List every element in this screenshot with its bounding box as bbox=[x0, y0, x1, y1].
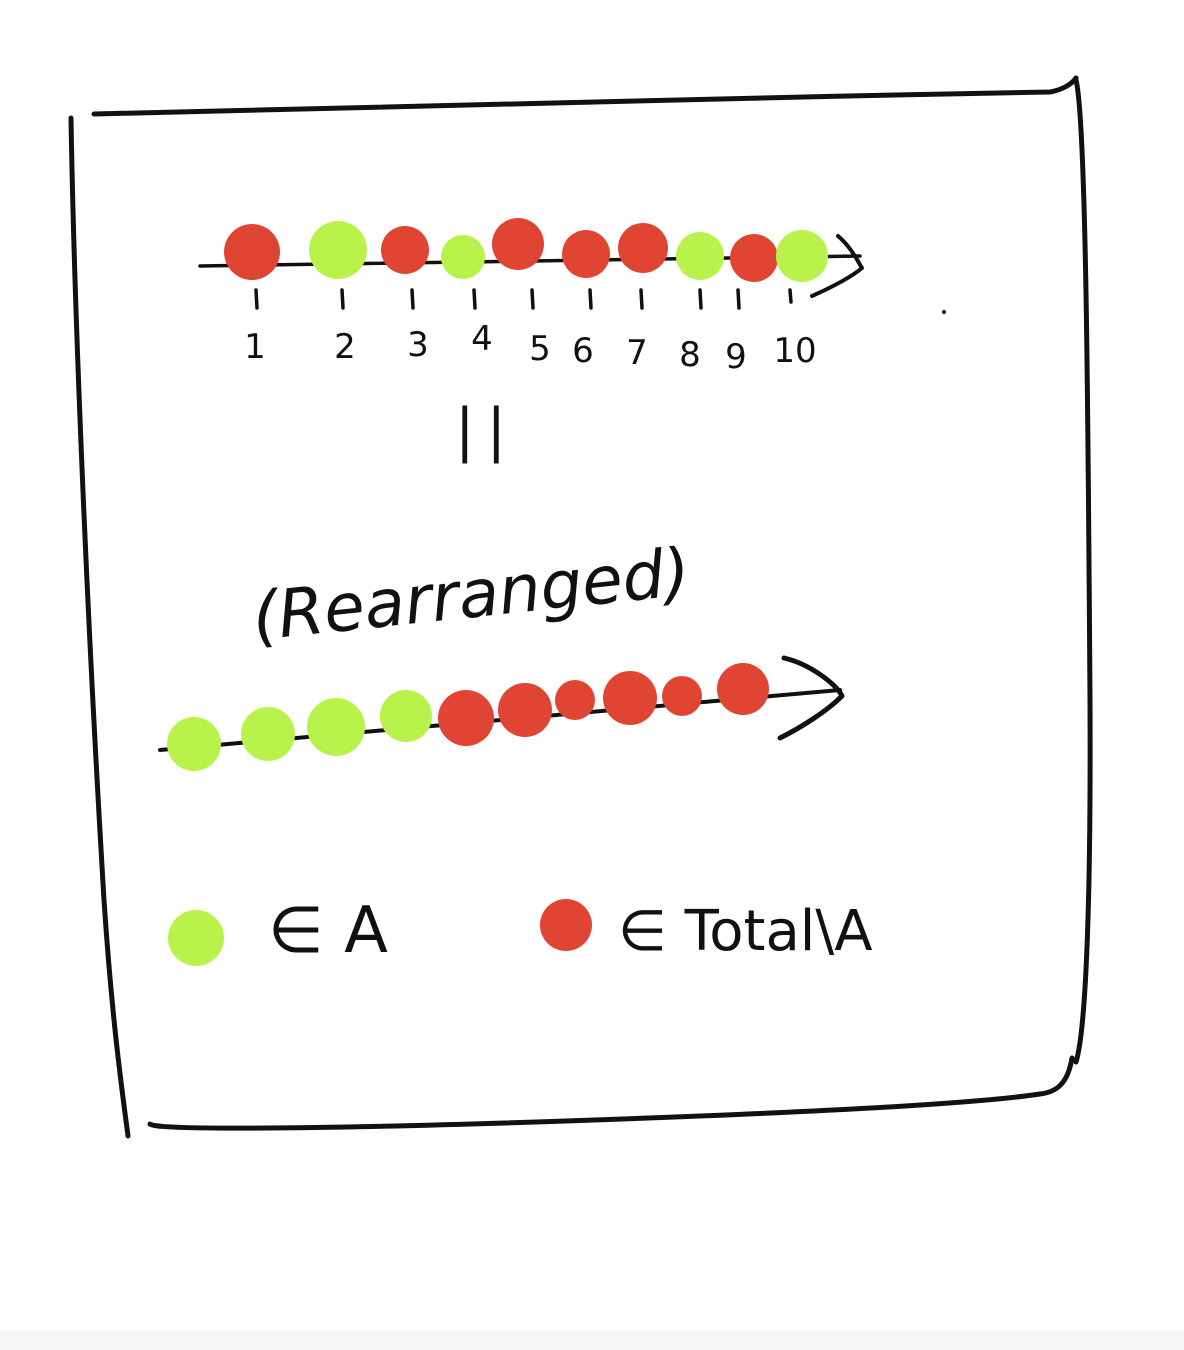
number-line-tick-7 bbox=[639, 288, 644, 310]
number-line-tick-5 bbox=[530, 288, 535, 310]
number-line-dot-8-in_a bbox=[676, 232, 724, 280]
frame-left bbox=[68, 115, 131, 1139]
rearranged-dot-10-not_in_a bbox=[717, 663, 769, 715]
number-line-dot-6-not_in_a bbox=[562, 230, 610, 278]
frame-dot bbox=[942, 310, 946, 314]
number-line-dots bbox=[224, 218, 828, 282]
frame-top bbox=[91, 75, 1079, 117]
number-line-tick-label-8: 8 bbox=[679, 335, 701, 375]
number-line-tick-label-6: 6 bbox=[572, 331, 594, 371]
rearranged-dot-4-in_a bbox=[380, 690, 432, 742]
legend-item-in_a: ∈ A bbox=[168, 894, 388, 968]
number-line-tick-label-4: 4 bbox=[471, 319, 493, 359]
number-line-tick-9 bbox=[736, 288, 741, 310]
number-line-dot-2-in_a bbox=[309, 221, 367, 279]
number-line-dot-10-in_a bbox=[776, 230, 828, 282]
legend: ∈ A ∈ Total\A bbox=[168, 894, 873, 968]
number-line-tick-8 bbox=[698, 288, 703, 310]
number-line-tick-label-3: 3 bbox=[407, 325, 429, 365]
number-line-tick-3 bbox=[410, 288, 415, 310]
rearranged-label: (Rearranged) bbox=[249, 533, 694, 656]
rearranged-dot-6-not_in_a bbox=[498, 683, 552, 737]
number-line-tick-4 bbox=[472, 288, 477, 310]
legend-item-not_in_a: ∈ Total\A bbox=[540, 899, 873, 964]
rearranged-arrowhead bbox=[777, 655, 845, 741]
rearranged-dot-7-not_in_a bbox=[555, 680, 595, 720]
number-line-tick-label-10: 10 bbox=[773, 331, 816, 371]
frame-right bbox=[1073, 77, 1093, 1065]
number-line-dot-7-not_in_a bbox=[618, 223, 668, 273]
rearranged-dot-5-not_in_a bbox=[438, 690, 494, 746]
number-line-dot-9-not_in_a bbox=[730, 234, 778, 282]
frame-bottom bbox=[147, 1055, 1075, 1131]
rearranged-dot-2-in_a bbox=[241, 707, 295, 761]
number-line-tick-label-5: 5 bbox=[529, 329, 551, 369]
number-line-tick-label-1: 1 bbox=[244, 327, 266, 367]
legend-swatch-not_in_a bbox=[540, 899, 592, 951]
number-line-tick-1 bbox=[254, 288, 259, 310]
rearranged-line bbox=[158, 655, 845, 771]
number-line-ticks bbox=[254, 288, 793, 310]
legend-swatch-in_a bbox=[168, 910, 224, 966]
number-line-dot-1-not_in_a bbox=[224, 224, 280, 280]
number-line-dot-5-not_in_a bbox=[492, 218, 544, 270]
number-line-tick-label-2: 2 bbox=[334, 327, 356, 367]
rearranged-dot-3-in_a bbox=[307, 698, 365, 756]
rearranged-dot-8-not_in_a bbox=[603, 671, 657, 725]
number-line-tick-10 bbox=[788, 288, 793, 304]
bottom-strip bbox=[0, 1330, 1184, 1350]
number-line-tick-label-7: 7 bbox=[626, 333, 648, 373]
legend-label-not_in_a: ∈ Total\A bbox=[618, 899, 873, 964]
equals-mark: || bbox=[455, 396, 518, 464]
number-line-tick-6 bbox=[588, 288, 593, 310]
number-line-tick-2 bbox=[340, 288, 345, 310]
number-line-tick-label-9: 9 bbox=[725, 337, 747, 377]
legend-label-in_a: ∈ A bbox=[268, 894, 388, 968]
number-line-arrowhead bbox=[810, 234, 864, 298]
rearranged-dot-1-in_a bbox=[167, 717, 221, 771]
frame bbox=[68, 75, 1093, 1139]
number-line-dot-3-not_in_a bbox=[381, 226, 429, 274]
rearranged-dots bbox=[167, 663, 769, 771]
number-line-dot-4-in_a bbox=[441, 235, 485, 279]
rearranged-dot-9-not_in_a bbox=[662, 676, 702, 716]
